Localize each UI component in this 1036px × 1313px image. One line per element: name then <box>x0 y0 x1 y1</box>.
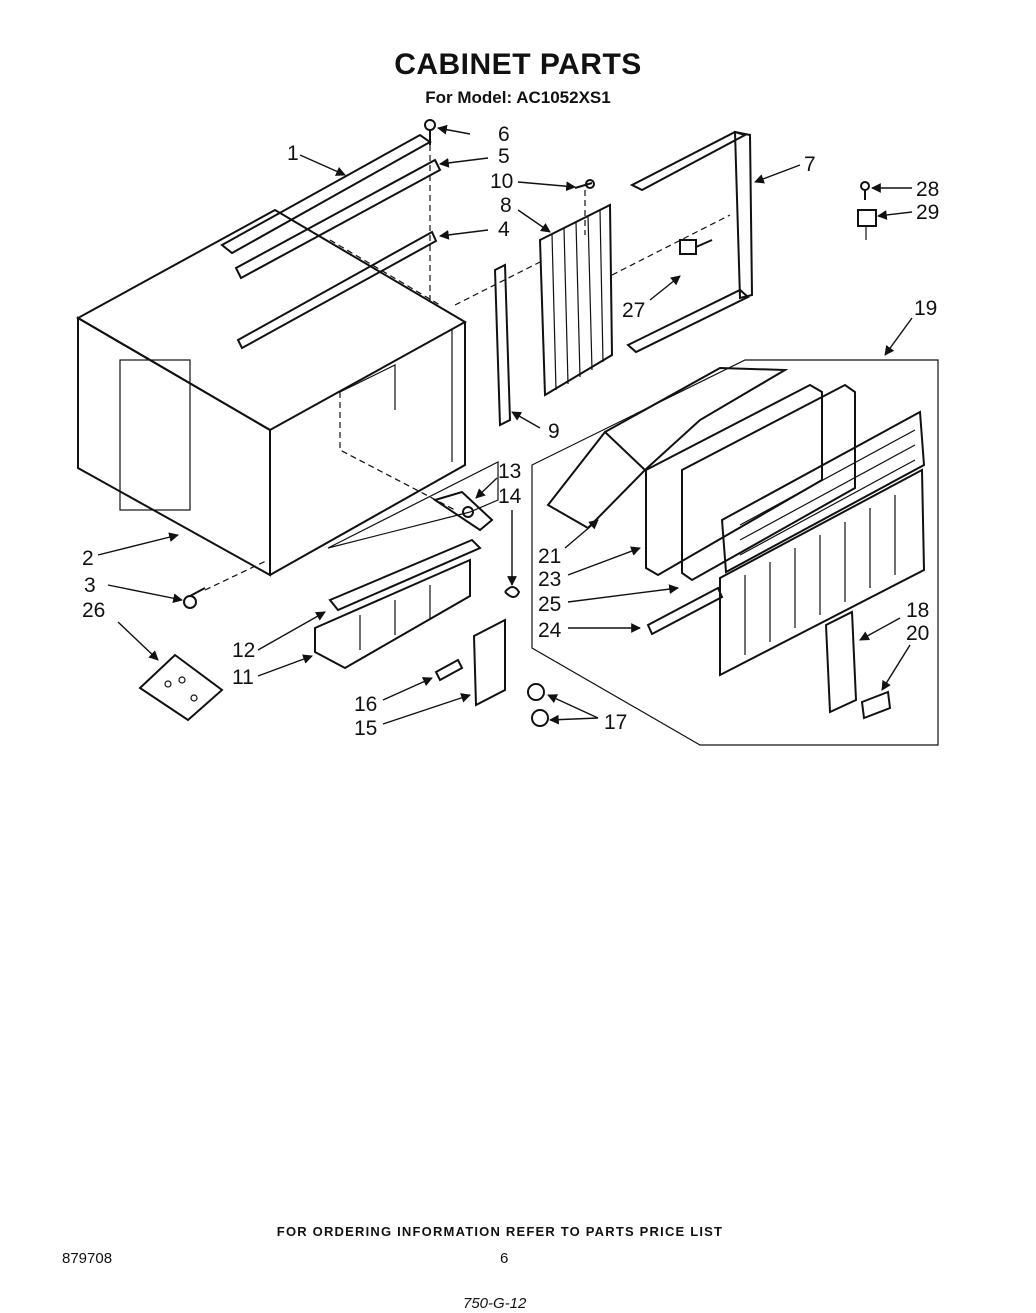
document-number: 879708 <box>62 1250 113 1267</box>
screw-10 <box>574 179 595 189</box>
top-rail-1 <box>220 133 432 255</box>
accordion-curtain-8 <box>538 203 614 397</box>
knob-27 <box>679 239 713 255</box>
access-door-18 <box>824 610 858 714</box>
callout-13: 13 <box>498 460 521 483</box>
nameplate-20 <box>860 690 892 720</box>
front-grille-lower <box>719 468 926 677</box>
cabinet-louvers <box>119 359 191 511</box>
callout-3: 3 <box>84 574 96 597</box>
plate-15 <box>472 618 506 707</box>
callout-28: 28 <box>916 178 939 201</box>
screw-28 <box>860 181 870 200</box>
callout-7: 7 <box>804 153 816 176</box>
callout-23: 23 <box>538 568 561 591</box>
callout-labels: 1 2 3 4 5 6 7 8 9 10 11 12 13 14 15 16 1… <box>82 123 939 740</box>
bushing-16 <box>434 658 464 682</box>
callout-5: 5 <box>498 145 510 168</box>
callout-14: 14 <box>498 485 522 508</box>
callout-8: 8 <box>500 194 512 217</box>
page-title: CABINET PARTS <box>394 48 642 81</box>
callout-15: 15 <box>354 717 377 740</box>
cabinet-shell <box>75 208 468 577</box>
page-number: 6 <box>500 1250 509 1267</box>
front-grille-upper <box>720 410 926 574</box>
callout-20: 20 <box>906 622 929 645</box>
clip-29 <box>857 209 877 240</box>
callout-6: 6 <box>498 123 510 146</box>
strip-24 <box>646 586 724 636</box>
callout-26: 26 <box>82 599 105 622</box>
curtain-guide-9 <box>493 263 512 427</box>
ordering-note: FOR ORDERING INFORMATION REFER TO PARTS … <box>276 1224 724 1239</box>
bushings-17 <box>527 683 549 727</box>
callout-11: 11 <box>232 666 254 689</box>
callout-27: 27 <box>622 299 645 322</box>
clip-14 <box>504 586 521 598</box>
bracket-13 <box>432 490 494 532</box>
hardware-bag-26 <box>138 653 224 722</box>
callout-18: 18 <box>906 599 929 622</box>
screw-3 <box>183 587 206 609</box>
callout-17: 17 <box>604 711 627 734</box>
callout-29: 29 <box>916 201 939 224</box>
rail-4 <box>236 230 438 350</box>
callout-19: 19 <box>914 297 937 320</box>
callout-21: 21 <box>538 545 561 568</box>
curtain-frame-7 <box>626 130 754 354</box>
callout-1: 1 <box>287 142 299 165</box>
callout-16: 16 <box>354 693 377 716</box>
callout-25: 25 <box>538 593 561 616</box>
callout-12: 12 <box>232 639 255 662</box>
callout-10: 10 <box>490 170 513 193</box>
bracket-12 <box>328 538 482 612</box>
model-line: For Model: AC1052XS1 <box>425 88 611 107</box>
screw-6 <box>424 119 436 145</box>
base-pan-11 <box>314 558 471 670</box>
frame-25 <box>681 383 856 582</box>
front-assembly-19-outline <box>531 359 939 746</box>
channel-5 <box>234 158 442 280</box>
callout-4: 4 <box>498 218 510 241</box>
handwritten-code: 750-G-12 <box>463 1295 527 1312</box>
base-outline <box>327 461 499 549</box>
callout-9: 9 <box>548 420 560 443</box>
callout-2: 2 <box>82 547 94 570</box>
callout-24: 24 <box>538 619 562 642</box>
